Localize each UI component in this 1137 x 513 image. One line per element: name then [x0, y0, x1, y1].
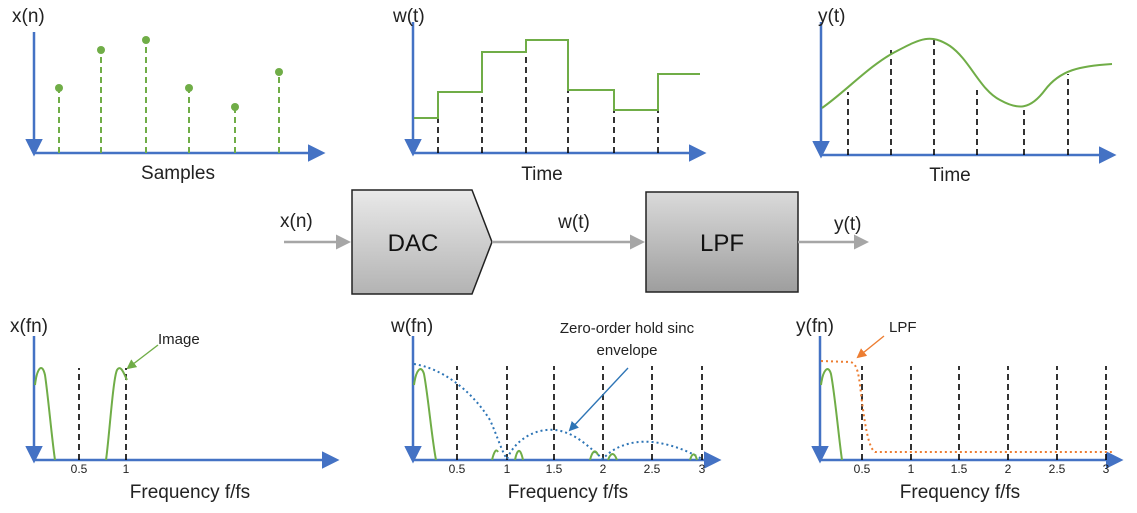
wf-annotation-line2: envelope: [597, 342, 658, 359]
top-yt-curve: [821, 37, 1113, 109]
yf-lpf-annotation: LPF: [889, 319, 917, 336]
yf-lpf-response: [820, 360, 1112, 453]
wf-annotation-line1: Zero-order hold sinc: [560, 320, 695, 337]
top-yt-axes: [821, 22, 1113, 155]
top-xn-ylabel: x(n): [12, 6, 45, 27]
bottom-xf-xlabel: Frequency f/fs: [130, 482, 250, 503]
xf-image-annotation: Image: [158, 331, 200, 348]
bottom-xf-ylabel: x(fn): [10, 316, 48, 337]
input-label: x(n): [280, 211, 313, 232]
top-wt-ylabel: w(t): [392, 6, 425, 27]
lpf-block: [645, 191, 799, 293]
output-label: y(t): [834, 214, 861, 235]
wf-tick-3: 3: [699, 462, 706, 476]
yf-tick-1: 1: [908, 462, 915, 476]
mid-label: w(t): [557, 212, 590, 233]
yf-tick-2: 2: [1005, 462, 1012, 476]
stem-head-3: [142, 36, 150, 44]
xf-tick-0.5: 0.5: [71, 462, 88, 476]
wf-tick-0.5: 0.5: [449, 462, 466, 476]
top-wt-sample-lines: [437, 40, 659, 153]
yf-lpf-pointer: [856, 335, 885, 359]
bottom-yf-axes: [820, 336, 1120, 460]
top-xn-stems: [58, 40, 280, 153]
xf-image: [105, 367, 128, 461]
wf-tick-1: 1: [504, 462, 511, 476]
wf-sinc-envelope: [413, 363, 703, 462]
top-xn-axes: [34, 32, 322, 153]
xf-baseband: [34, 366, 56, 461]
wf-image-2: [589, 450, 618, 461]
xf-image-pointer: [126, 344, 159, 370]
top-yt-panel: y(t) Time: [818, 6, 1113, 186]
stem-head-4: [185, 84, 193, 92]
stem-head-6: [275, 68, 283, 76]
bottom-xf-axes: [34, 336, 336, 460]
bottom-yf-panel: y(fn) Frequency f/fs 0.5 1 1.5 2 2.5 3 L…: [796, 316, 1120, 503]
wf-image-3: [689, 453, 698, 461]
top-wt-xlabel: Time: [521, 164, 563, 185]
bottom-wf-axes: [413, 336, 718, 460]
top-xn-panel: x(n) Samples: [12, 6, 322, 184]
top-yt-sample-lines: [847, 40, 1069, 155]
top-wt-panel: w(t) Time: [392, 6, 703, 185]
top-yt-xlabel: Time: [929, 165, 971, 186]
block-diagram: x(n) DAC w(t) LPF y(t): [280, 189, 869, 295]
top-xn-xlabel: Samples: [141, 163, 215, 184]
yf-tick-2.5: 2.5: [1049, 462, 1066, 476]
bottom-wf-ylabel: w(fn): [390, 316, 433, 337]
yf-tick-0.5: 0.5: [854, 462, 871, 476]
stem-head-5: [231, 103, 239, 111]
wf-tick-2: 2: [600, 462, 607, 476]
wf-image-1: [491, 449, 524, 461]
yf-tick-1.5: 1.5: [951, 462, 968, 476]
top-yt-ylabel: y(t): [818, 6, 845, 27]
yf-baseband: [820, 368, 843, 461]
stem-head-2: [97, 46, 105, 54]
xf-tick-1: 1: [123, 462, 130, 476]
wf-sinc-pointer: [568, 367, 629, 432]
bottom-yf-ylabel: y(fn): [796, 316, 834, 337]
bottom-wf-panel: w(fn) Frequency f/fs 0.5 1 1.5 2 2.5 3 Z…: [390, 316, 718, 503]
wf-baseband: [413, 368, 437, 461]
yf-tick-3: 3: [1103, 462, 1110, 476]
dac-block: [351, 189, 493, 295]
bottom-xf-panel: x(fn) Frequency f/fs 0.5 1 Image: [10, 316, 336, 503]
top-xn-stem-heads: [55, 36, 283, 111]
dac-label: DAC: [388, 230, 439, 257]
top-wt-staircase: [414, 39, 700, 119]
wf-tick-2.5: 2.5: [644, 462, 661, 476]
bottom-yf-xlabel: Frequency f/fs: [900, 482, 1020, 503]
wf-tick-1.5: 1.5: [546, 462, 563, 476]
stem-head-1: [55, 84, 63, 92]
bottom-wf-xlabel: Frequency f/fs: [508, 482, 628, 503]
lpf-label: LPF: [700, 230, 744, 257]
top-wt-axes: [413, 22, 703, 153]
